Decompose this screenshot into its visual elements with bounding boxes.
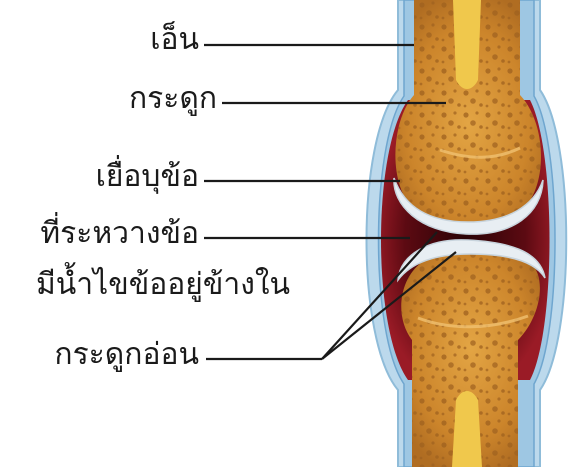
label-synovial-membrane: เยื่อบุข้อ [96, 159, 199, 195]
lower-marrow [452, 391, 482, 467]
upper-marrow [453, 0, 481, 89]
label-bone: กระดูก [129, 81, 217, 117]
label-joint-space-line1: ที่ระหวางข้อ [40, 216, 199, 252]
label-joint-space-line2: มีน้ำไขข้ออยู่ข้างใน [36, 267, 290, 303]
label-tendon: เอ็น [150, 22, 199, 58]
label-cartilage: กระดูกอ่อน [54, 337, 199, 373]
